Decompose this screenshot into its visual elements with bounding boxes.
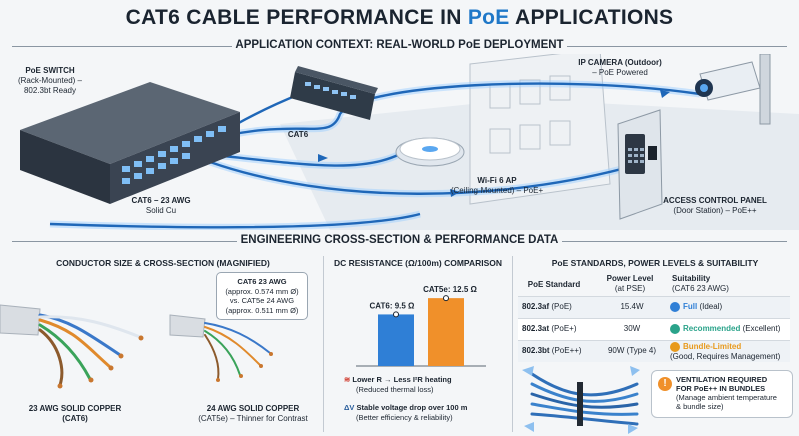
cat5e-copper-cores [216, 352, 273, 382]
bar-marker [443, 295, 449, 302]
divider-line [12, 46, 232, 47]
bar-marker [393, 311, 399, 318]
table-row: 802.3at (PoE+) 30W Recommended (Excellent) [518, 318, 790, 340]
cable-to-ap [204, 152, 401, 167]
switch-label: PoE SWITCH(Rack-Mounted) –802.3bt Ready [17, 66, 83, 95]
header-suitability: Suitability(CAT6 23 AWG) [672, 274, 729, 293]
resistance-chart: CAT6: 9.5 Ω CAT5e: 12.5 Ω [356, 285, 486, 367]
wifi-ap-icon [395, 137, 465, 167]
standard-cell: 802.3at (PoE+) [522, 324, 577, 333]
suitability-cell: Recommended (Excellent) [670, 324, 788, 334]
warning-icon: ! [658, 377, 672, 391]
copper-cores [57, 335, 144, 389]
suitability-cell: Full (Ideal) [670, 302, 788, 312]
cat6-conductor-label: 23 AWG SOLID COPPER(CAT6) [28, 404, 122, 423]
ip-camera-icon [695, 54, 771, 125]
section-heading-context: APPLICATION CONTEXT: REAL-WORLD PoE DEPL… [235, 39, 564, 51]
deployment-scene [20, 54, 799, 230]
cable-jacket [0, 304, 41, 336]
divider-line [567, 46, 787, 47]
bar-cat6 [378, 314, 414, 366]
cable-to-access [209, 160, 641, 195]
check-icon [670, 302, 680, 312]
cable-cross-section [0, 304, 273, 389]
header-standard: PoE Standard [527, 280, 581, 289]
cat6-wire-pairs [38, 313, 142, 387]
power-cell: 30W [623, 324, 641, 333]
ap-label: Wi-Fi 6 AP(Ceiling-Mounted) – PoE+ [450, 176, 544, 195]
cable-bundle-illustration [522, 366, 640, 434]
warning-icon [670, 342, 680, 352]
voltage-note: ΔV Stable voltage drop over 100 m(Better… [344, 403, 468, 422]
table-row: 802.3bt (PoE++) 90W (Type 4) Bundle-Limite… [518, 340, 790, 362]
standard-cell: 802.3af (PoE) [522, 302, 572, 311]
divider-line [12, 241, 237, 242]
conductor-panel-title: CONDUCTOR SIZE & CROSS-SECTION (MAGNIFIE… [56, 258, 270, 268]
access-label: ACCESS CONTROL PANEL(Door Station) – PoE… [663, 196, 767, 215]
cable-tie [577, 382, 583, 426]
table-row: 802.3af (PoE) 15.4W Full (Ideal) [518, 296, 790, 318]
page-title: CAT6 CABLE PERFORMANCE IN PoE APPLICATIO… [125, 6, 674, 29]
standards-table: 802.3af (PoE) 15.4W Full (Ideal) 802.3at (P… [518, 296, 790, 362]
bundle-cables [530, 372, 639, 426]
power-cell: 15.4W [620, 302, 644, 311]
size-callout: CAT6 23 AWG(approx. 0.574 mm Ø)vs. CAT5e… [216, 272, 308, 320]
cat5e-jacket [169, 314, 206, 338]
delta-v-icon: ΔV [344, 403, 355, 412]
cable-floor-run [49, 212, 421, 229]
standards-panel-title: PoE STANDARDS, POWER LEVELS & SUITABILIT… [551, 258, 759, 268]
access-panel-icon [617, 109, 663, 220]
bar-cat5e [428, 298, 464, 366]
check-icon [670, 324, 680, 334]
suitability-cell: Bundle-Limited(Good, Requires Management… [670, 342, 781, 361]
panel-divider [512, 256, 513, 432]
poe-switch-icon [20, 82, 240, 204]
patch-panel-icon [290, 66, 378, 120]
cat5e-conductor-label: 24 AWG SOLID COPPER(CAT5e) – Thinner for… [198, 404, 308, 423]
panel-divider [323, 256, 324, 432]
airflow-arrows [522, 366, 640, 434]
cat6-tag: CAT6 [287, 130, 309, 139]
cat5e-wire-pairs [204, 322, 271, 380]
divider-line [562, 241, 787, 242]
header-power: Power Level(at PSE) [606, 274, 654, 293]
section-heading-engineering: ENGINEERING CROSS-SECTION & PERFORMANCE … [240, 234, 559, 246]
camera-label: IP CAMERA (Outdoor)– PoE Powered [578, 58, 662, 77]
bar-data-label: CAT5e: 12.5 Ω [423, 285, 477, 294]
heat-icon: ≋ [344, 375, 351, 384]
bar-data-label: CAT6: 9.5 Ω [370, 301, 416, 310]
standard-cell: 802.3bt (PoE++) [522, 346, 582, 355]
resistance-panel-title: DC RESISTANCE (Ω/100m) COMPARISON [333, 258, 503, 268]
power-cell: 90W (Type 4) [607, 346, 656, 355]
thermal-note: ≋ Lower R → Less I²R heating(Reduced the… [344, 375, 452, 394]
